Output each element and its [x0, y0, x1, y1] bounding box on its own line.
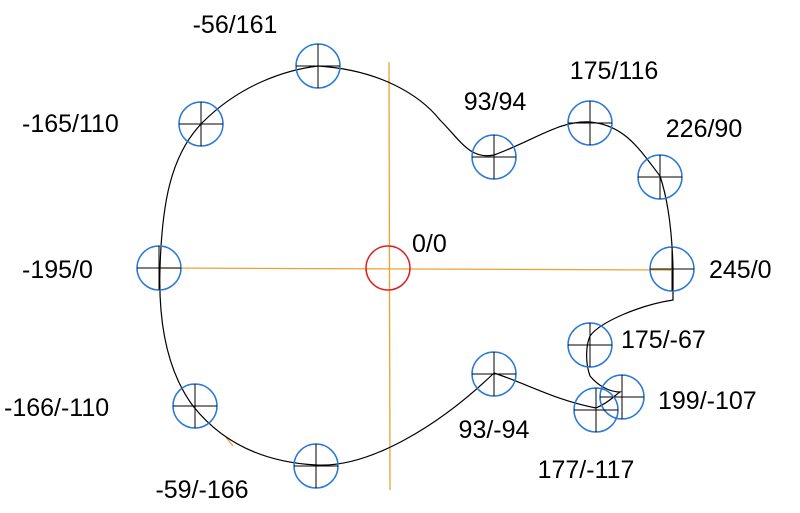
y-axis — [388, 61, 391, 491]
point-label: -166/-110 — [4, 394, 109, 422]
point-marker — [172, 383, 218, 429]
point-markers — [136, 43, 695, 489]
point-marker — [136, 245, 182, 291]
point-label: -56/161 — [193, 11, 278, 39]
point-marker — [567, 322, 613, 368]
point-marker — [471, 351, 517, 397]
origin-marker — [365, 245, 411, 291]
point-label: 93/94 — [464, 88, 527, 116]
point-marker — [649, 246, 695, 292]
point-marker — [295, 43, 341, 89]
point-label: 226/90 — [666, 115, 742, 143]
x-axis — [159, 267, 672, 271]
contour-outline — [159, 65, 674, 466]
point-marker — [178, 101, 224, 147]
axes — [159, 61, 672, 491]
point-label: 93/-94 — [459, 416, 530, 444]
point-marker — [471, 134, 517, 180]
point-marker — [567, 100, 613, 146]
point-label: 175/116 — [570, 57, 659, 85]
origin-circle — [365, 245, 411, 291]
point-label: 199/-107 — [658, 387, 757, 415]
origin-label: 0/0 — [412, 230, 447, 258]
point-label: -195/0 — [22, 256, 93, 284]
point-marker — [573, 387, 619, 433]
point-label: 245/0 — [709, 256, 772, 284]
labels: 0/0 -56/161 -165/110 -195/0 -166/-110 -5… — [4, 11, 772, 504]
point-label: -59/-166 — [155, 476, 248, 504]
point-label: 177/-117 — [538, 456, 635, 484]
point-label: 175/-67 — [621, 326, 706, 354]
point-marker — [599, 374, 645, 420]
point-label: -165/110 — [22, 110, 119, 138]
point-marker — [293, 443, 339, 489]
point-marker — [637, 154, 683, 200]
